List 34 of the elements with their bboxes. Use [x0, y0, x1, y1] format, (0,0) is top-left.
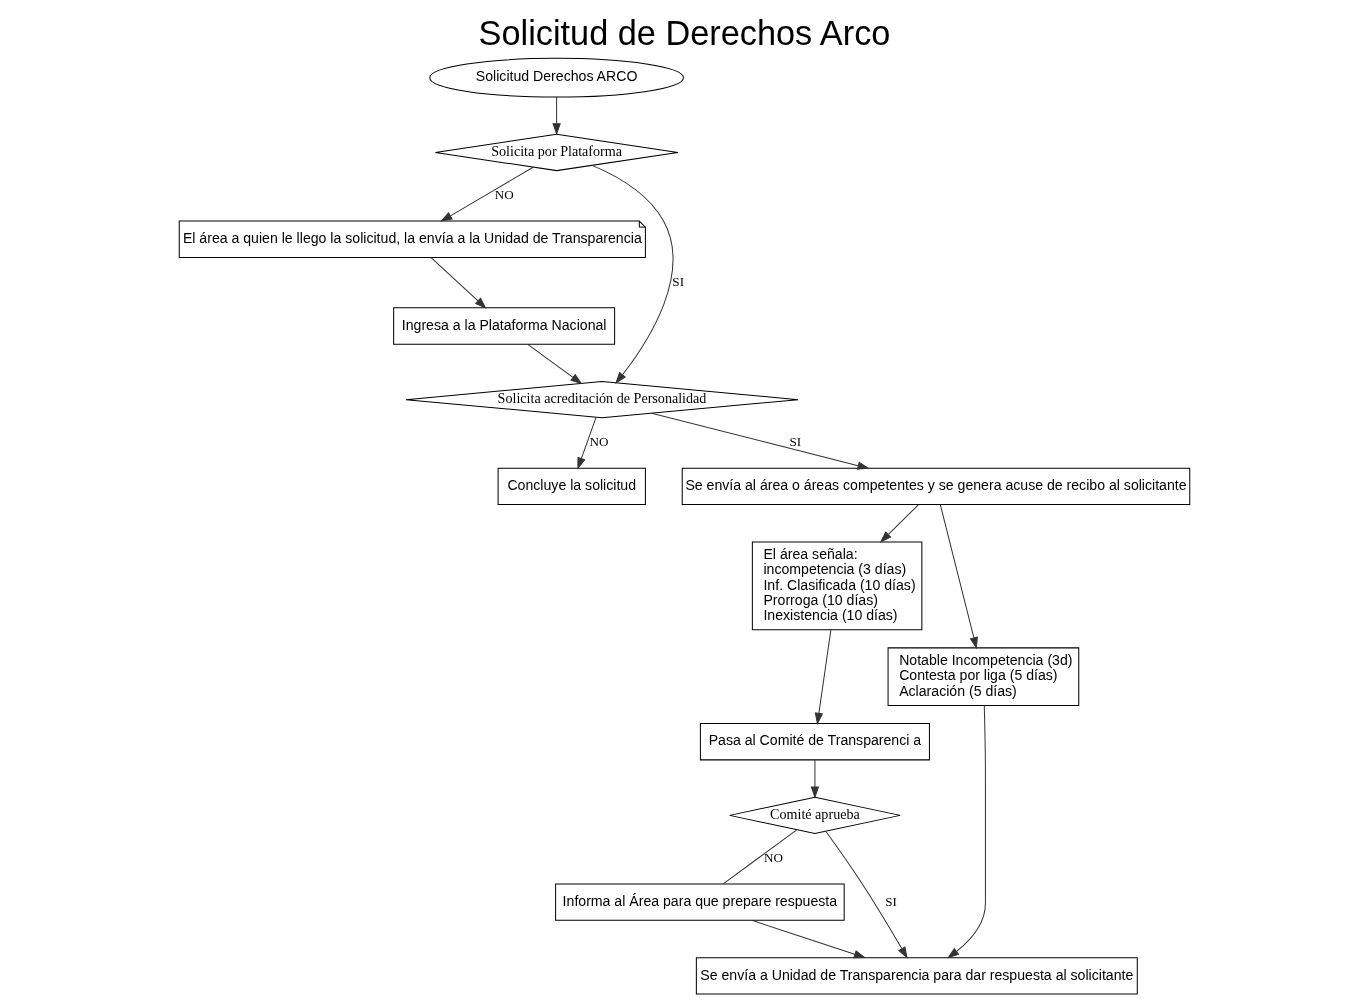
- arrow: [879, 503, 919, 543]
- arrow: [824, 830, 908, 959]
- node-box: Pasa al Comité de Transparenci a: [699, 722, 930, 760]
- node-ellipse: Solicitud Derechos ARCO: [428, 57, 684, 98]
- node-diamond: Solicita por Plataforma: [434, 133, 678, 171]
- arrow: [430, 256, 487, 309]
- node-box: El área señala: incompetencia (3 días) Inf. Clasificada (10 días) Prorroga (10 días) Inexistencia (10 días): [751, 540, 922, 630]
- arrow: [939, 503, 978, 649]
- arrow: [814, 629, 831, 725]
- node-diamond: Solicita acreditación de Personalidad: [405, 380, 799, 418]
- node-box: Notable Incompetencia (3d) Contesta por liga (5 días) Aclaración (5 días): [887, 646, 1079, 706]
- arrow: [750, 919, 866, 958]
- edge-label: SI: [884, 893, 897, 909]
- node-box: Informa al Área para que prepare respuesta: [554, 882, 845, 921]
- edge-label: NO: [763, 849, 783, 865]
- node-box: Ingresa a la Plataforma Nacional: [392, 306, 615, 345]
- arrow: [946, 704, 986, 958]
- edge-label: SI: [788, 433, 801, 449]
- edge-label: NO: [494, 186, 514, 202]
- arrow: [551, 96, 561, 135]
- diagram-title: Solicitud de Derechos Arco: [478, 13, 890, 52]
- arrow: [576, 416, 597, 470]
- arrow: [650, 412, 870, 470]
- arrow: [810, 759, 819, 799]
- arrow: [439, 166, 534, 222]
- node-box: Se envía al área o áreas competentes y se genera acuse de recibo al solicitante: [681, 467, 1190, 505]
- node-box: Se envía a Unidad de Transparencia para dar respuesta al solicitante: [695, 956, 1138, 994]
- node-diamond: Comité aprueba: [728, 796, 901, 834]
- arrow: [591, 164, 673, 384]
- arrow: [526, 343, 582, 384]
- edge-label: SI: [671, 273, 684, 289]
- edge-label: NO: [589, 433, 608, 449]
- connector: [722, 828, 797, 884]
- node-box: Concluye la solicitud: [497, 467, 646, 505]
